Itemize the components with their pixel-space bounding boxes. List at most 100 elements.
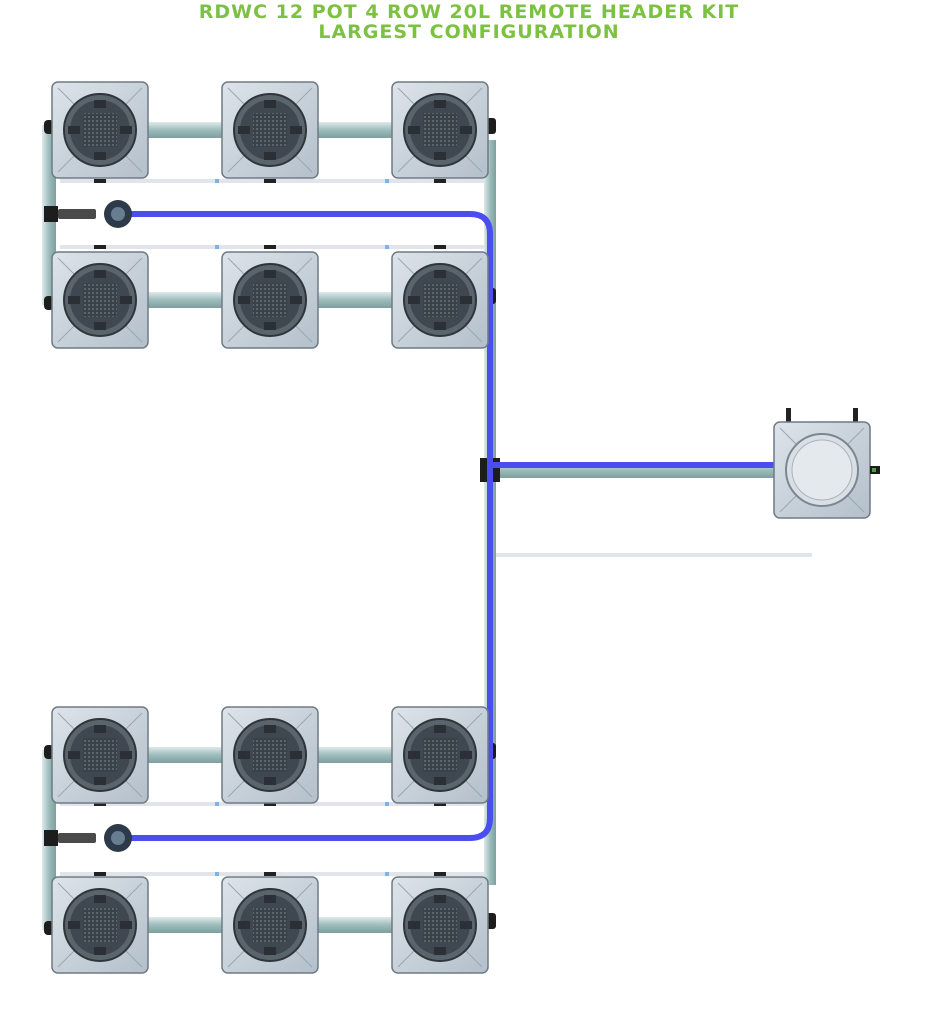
connecting-pipe [140, 917, 236, 933]
tank-fitting [872, 468, 876, 472]
lid-clip [290, 921, 302, 929]
pipe-network [42, 118, 778, 935]
net-basket [83, 908, 117, 942]
connecting-pipe [310, 292, 406, 308]
pot [221, 81, 319, 179]
lid-clip [94, 725, 106, 733]
lid-clip [94, 322, 106, 330]
pump-fitting [111, 207, 125, 221]
tray-clip [385, 179, 389, 183]
net-basket [253, 738, 287, 772]
lid-clip [238, 126, 250, 134]
tray-clip [385, 872, 389, 876]
lid-clip [94, 152, 106, 160]
header-tank [773, 408, 880, 519]
lid-clip [120, 126, 132, 134]
lid-clip [460, 921, 472, 929]
pot [391, 876, 489, 974]
tray-clip [215, 245, 219, 249]
tray-clip [264, 802, 276, 806]
lid-clip [120, 296, 132, 304]
lid-clip [434, 895, 446, 903]
lid-clip [434, 947, 446, 955]
tray-clip [264, 179, 276, 183]
lid-clip [290, 126, 302, 134]
pot [51, 251, 149, 349]
lid-clip [68, 126, 80, 134]
net-basket [423, 738, 457, 772]
tray-clip [215, 872, 219, 876]
net-basket [423, 908, 457, 942]
connecting-pipe [140, 292, 236, 308]
diagram-title-line2: LARGEST CONFIGURATION [318, 21, 620, 43]
connecting-pipe [140, 747, 236, 763]
diagram-title-line1: RDWC 12 POT 4 ROW 20L REMOTE HEADER KIT [198, 1, 740, 23]
tank-post [853, 408, 858, 424]
lid-clip [68, 921, 80, 929]
lid-clip [408, 921, 420, 929]
drain-tray [60, 179, 496, 183]
drain-tray [60, 802, 496, 806]
tray-clip [385, 802, 389, 806]
tray-clip [434, 179, 446, 183]
tray-clip [434, 872, 446, 876]
lid-clip [238, 921, 250, 929]
lid-clip [434, 777, 446, 785]
lid-clip [120, 921, 132, 929]
lid-clip [434, 100, 446, 108]
pump-fitting [44, 830, 58, 846]
lid-clip [264, 895, 276, 903]
pot [221, 251, 319, 349]
net-basket [423, 113, 457, 147]
lid-clip [434, 725, 446, 733]
pot-grid [51, 81, 489, 974]
connecting-pipe [310, 122, 406, 138]
lid-clip [238, 751, 250, 759]
pump-fitting [44, 206, 58, 222]
tank-post [786, 408, 791, 424]
blue-hose [130, 211, 775, 468]
lid-clip [434, 270, 446, 278]
lid-clip [94, 270, 106, 278]
net-basket [253, 908, 287, 942]
connecting-pipe [310, 747, 406, 763]
tray-clip [94, 802, 106, 806]
pot [391, 706, 489, 804]
tray-clip [385, 245, 389, 249]
lid-clip [94, 100, 106, 108]
lid-clip [434, 322, 446, 330]
net-basket [423, 283, 457, 317]
pot [391, 81, 489, 179]
pot [221, 876, 319, 974]
tray-clip [94, 179, 106, 183]
tray-clip [215, 802, 219, 806]
net-basket [83, 113, 117, 147]
lid-clip [290, 751, 302, 759]
lid-clip [408, 126, 420, 134]
pump-fitting [58, 833, 96, 843]
net-basket [83, 738, 117, 772]
drain-tray [60, 245, 496, 249]
lid-clip [264, 777, 276, 785]
drain-tray-lines [45, 179, 812, 876]
lid-clip [264, 152, 276, 160]
drain-tray [496, 553, 812, 557]
tray-clip [264, 245, 276, 249]
lid-clip [460, 126, 472, 134]
lid-clip [290, 296, 302, 304]
pot [391, 251, 489, 349]
lid-clip [68, 296, 80, 304]
drain-tray [60, 872, 496, 876]
lid-clip [120, 751, 132, 759]
connecting-pipe [140, 122, 236, 138]
lid-clip [264, 322, 276, 330]
lid-clip [264, 100, 276, 108]
lid-clip [94, 777, 106, 785]
lid-clip [68, 751, 80, 759]
lid-clip [264, 725, 276, 733]
pot [221, 706, 319, 804]
lid-clip [460, 296, 472, 304]
blue-hoses [44, 200, 775, 852]
net-basket [253, 113, 287, 147]
